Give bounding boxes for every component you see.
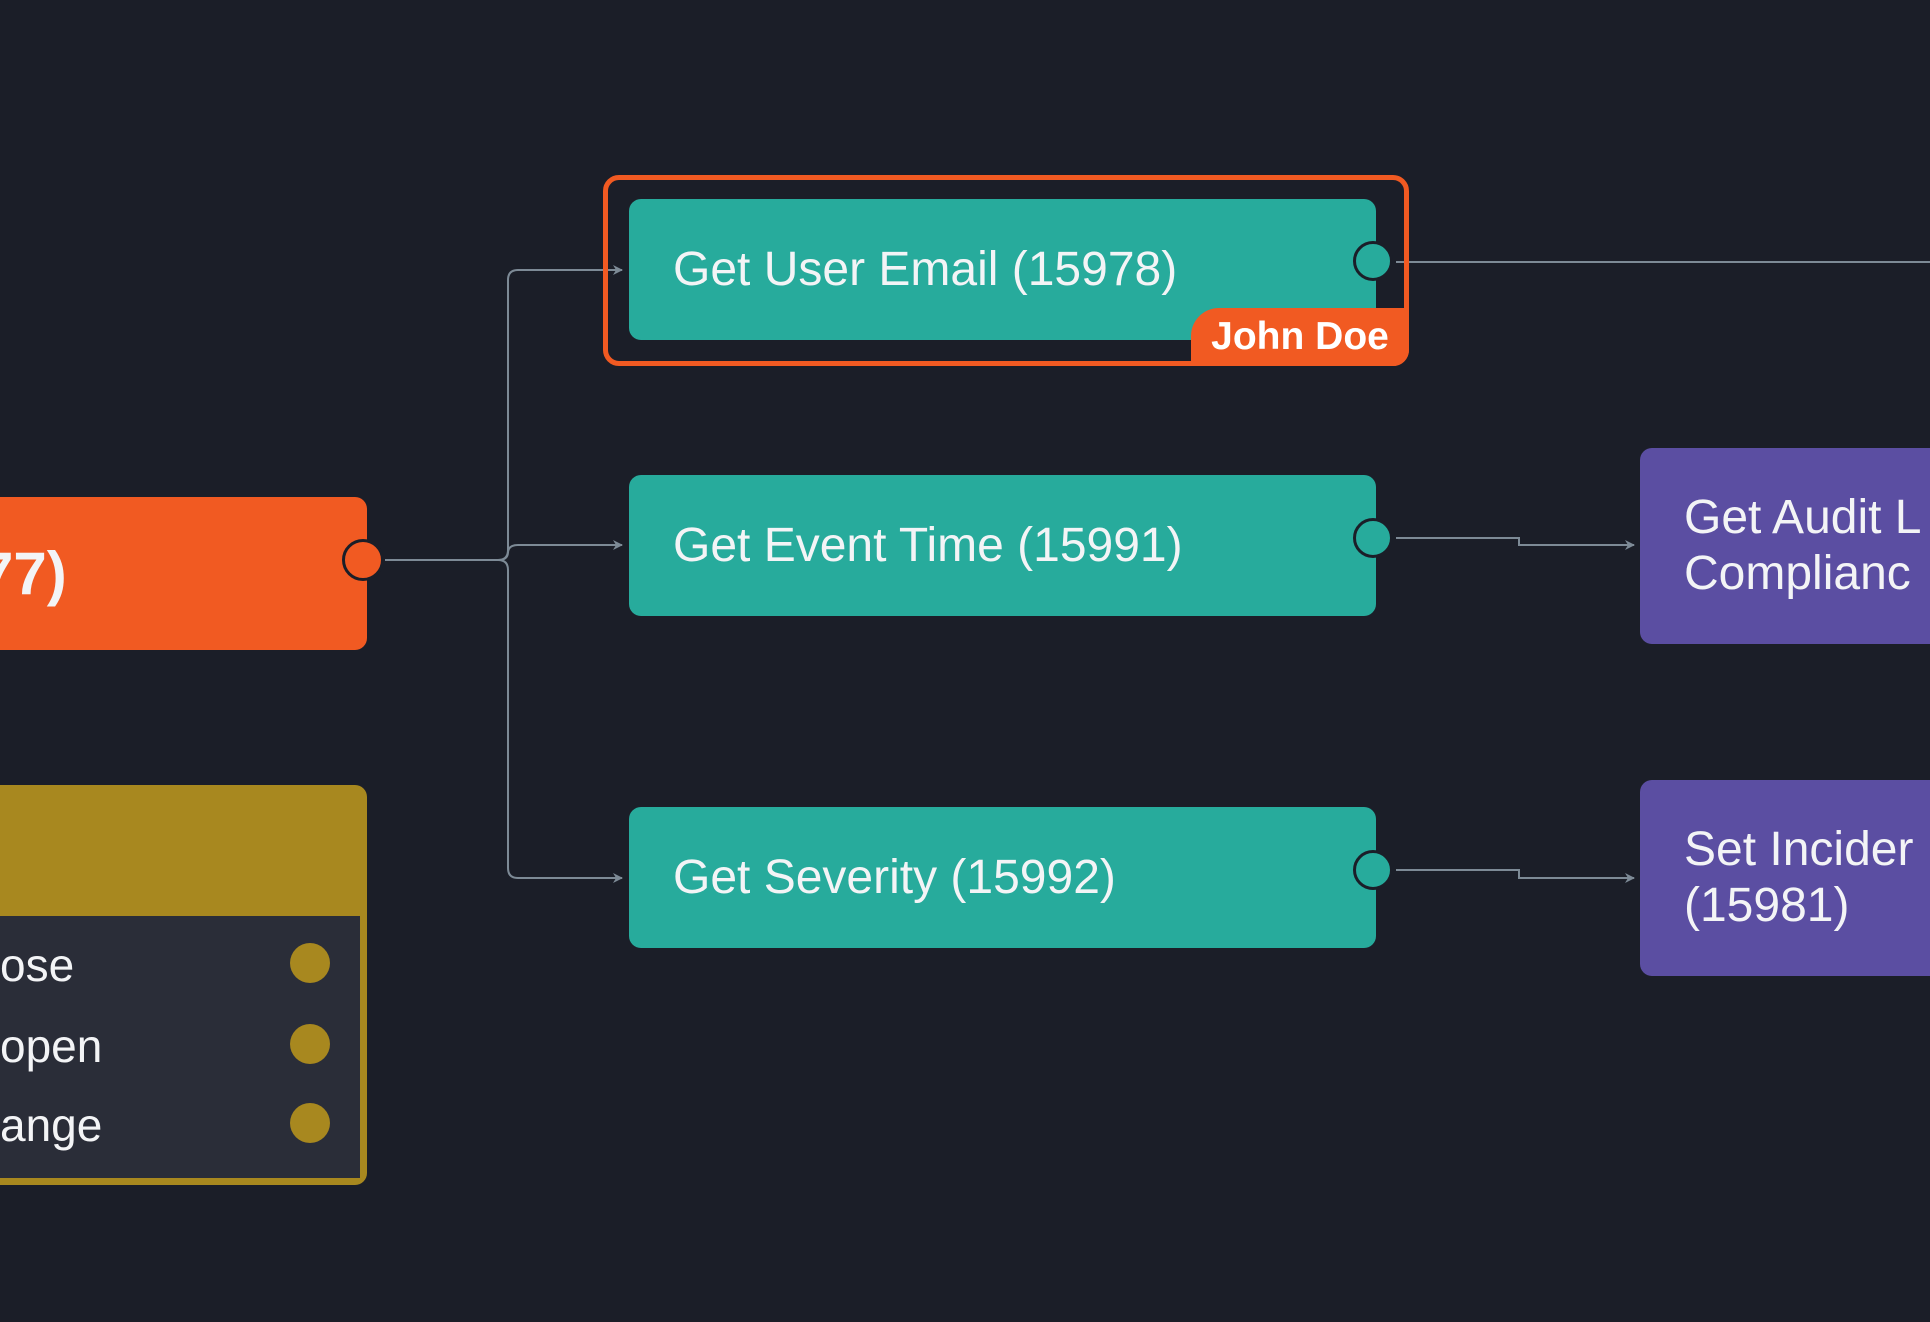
get-severity-node[interactable]: Get Severity (15992): [629, 807, 1376, 948]
get-audit-log-node[interactable]: Get Audit L Complianc: [1640, 448, 1930, 644]
trigger-output-port[interactable]: [342, 539, 384, 581]
edge-trigger-to-email: [385, 265, 623, 561]
edge-time-to-audit: [1396, 537, 1635, 550]
condition-port[interactable]: [290, 1103, 330, 1143]
get-event-time-output-port[interactable]: [1353, 518, 1393, 558]
node-label: Set Incider (15981): [1684, 823, 1914, 932]
condition-row: ose: [0, 939, 75, 991]
node-label: Get Audit L Complianc: [1684, 491, 1922, 600]
node-label: Get Severity (15992): [673, 851, 1116, 904]
condition-node[interactable]: ose open ange: [0, 785, 367, 1185]
condition-body: ose open ange: [0, 916, 360, 1178]
selection-outline: [603, 175, 1409, 366]
get-event-time-node[interactable]: Get Event Time (15991): [629, 475, 1376, 616]
node-label: Get User Email (15978): [673, 243, 1178, 296]
collaborator-badge: John Doe: [1191, 308, 1409, 366]
condition-port[interactable]: [290, 1024, 330, 1064]
set-incident-node[interactable]: Set Incider (15981): [1640, 780, 1930, 976]
node-label: Get Event Time (15991): [673, 519, 1183, 572]
condition-row: ange: [0, 1099, 103, 1151]
edge-severity-to-incident: [1396, 869, 1635, 883]
get-user-email-output-port[interactable]: [1353, 241, 1393, 281]
condition-row: open: [0, 1020, 103, 1072]
trigger-node-label: 77): [0, 540, 67, 607]
condition-port[interactable]: [290, 943, 330, 983]
trigger-node[interactable]: 77): [0, 497, 367, 650]
edge-trigger-to-severity: [385, 559, 623, 883]
get-severity-output-port[interactable]: [1353, 850, 1393, 890]
